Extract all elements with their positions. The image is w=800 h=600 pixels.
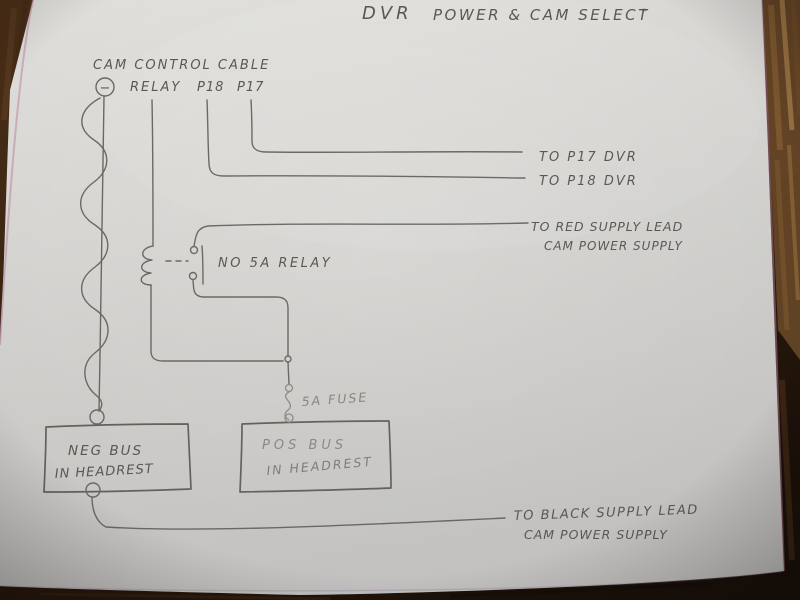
label-cam-power-supply-red: CAM POWER SUPPLY — [544, 239, 683, 253]
label-pos-bus: POS BUS — [262, 438, 347, 453]
label-to-p17-dvr: TO P17 DVR — [539, 150, 638, 165]
label-cam-control-cable: CAM CONTROL CABLE — [93, 58, 270, 73]
minus-terminal-glyph: − — [100, 81, 111, 96]
title-dvr: DVR — [362, 3, 413, 24]
label-p17: P17 — [237, 80, 264, 95]
label-no-5a-relay: NO 5A RELAY — [218, 256, 332, 271]
label-to-red-supply-lead: TO RED SUPPLY LEAD — [531, 219, 683, 234]
junction-to-fuse-wire — [287, 361, 290, 385]
label-p18: P18 — [197, 80, 224, 95]
label-cam-power-supply-black: CAM POWER SUPPLY — [524, 527, 668, 542]
paper-highlight — [100, 0, 760, 250]
label-to-p18-dvr: TO P18 DVR — [539, 174, 638, 189]
label-neg-bus: NEG BUS — [68, 443, 143, 459]
title-rest: POWER & CAM SELECT — [433, 6, 650, 24]
label-relay: RELAY — [130, 80, 181, 95]
